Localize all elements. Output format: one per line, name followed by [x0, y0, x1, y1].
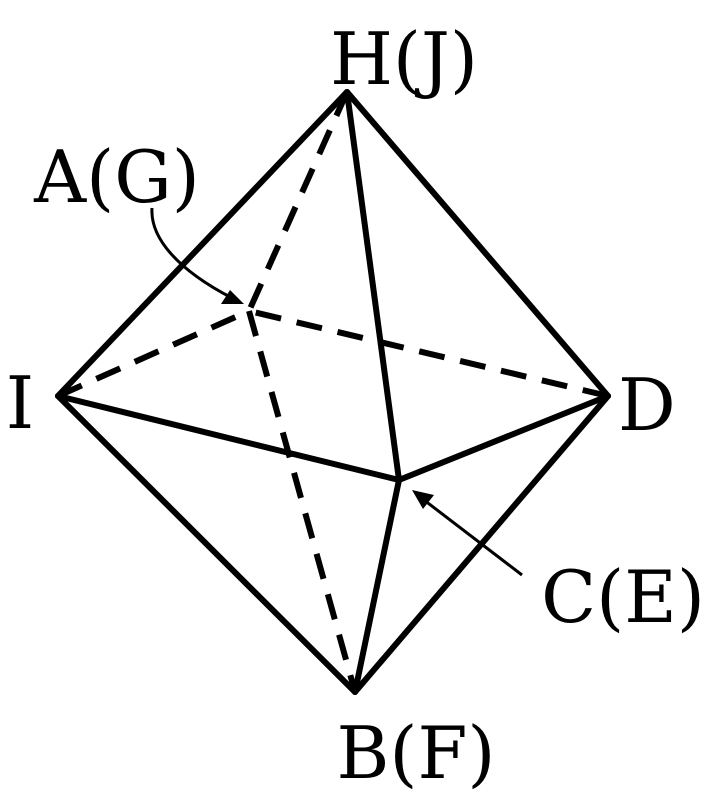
- label-back-vertex: A(G): [33, 135, 200, 219]
- label-bottom-vertex: B(F): [336, 711, 495, 795]
- edge-top-left: [55, 89, 350, 399]
- edge-left-back: [56, 308, 251, 399]
- edge-left-bottom: [55, 393, 358, 695]
- edge-top-front: [344, 89, 402, 483]
- edge-back-bottom: [246, 310, 358, 693]
- pointer-arrow-front: [412, 490, 523, 577]
- label-top-vertex: H(J): [330, 17, 478, 101]
- edge-front-bottom: [352, 477, 402, 695]
- label-right-vertex: D: [618, 363, 676, 447]
- edge-left-front: [55, 393, 402, 483]
- label-front-vertex: C(E): [541, 555, 705, 639]
- edge-top-right: [344, 89, 611, 399]
- pointer-arrow-back: [150, 207, 244, 304]
- edge-right-back: [248, 308, 609, 399]
- edge-right-front: [396, 393, 611, 483]
- label-left-vertex: I: [6, 361, 34, 445]
- edge-top-back: [246, 90, 350, 313]
- hidden-edges: [56, 90, 609, 693]
